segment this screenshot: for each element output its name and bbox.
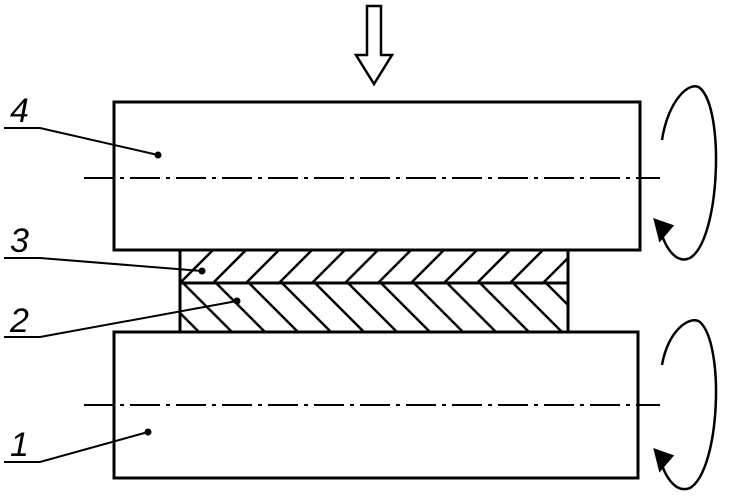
hatch-line-layer-2 — [182, 282, 233, 333]
hatch-line-layer-2 — [512, 282, 563, 333]
label-1: 1 — [10, 426, 29, 464]
hatch-line-layer-3 — [410, 249, 445, 284]
hatch-line-layer-3 — [542, 257, 569, 284]
lower-rotation-arrow-icon — [653, 319, 718, 491]
hatch-line-layer-2 — [479, 282, 530, 333]
hatch-line-layer-3 — [377, 249, 412, 284]
label-2: 2 — [9, 302, 29, 340]
layer-hatching — [179, 249, 569, 333]
label-4: 4 — [10, 92, 29, 130]
label-3: 3 — [10, 222, 29, 260]
hatch-line-layer-3 — [179, 249, 214, 284]
hatch-line-layer-2 — [215, 282, 266, 333]
hatch-line-layer-2 — [380, 282, 431, 333]
leader-lines — [4, 127, 241, 463]
hatch-line-layer-2 — [179, 312, 200, 333]
pressure-arrow-icon — [353, 4, 395, 87]
hatch-line-layer-2 — [248, 282, 299, 333]
hatch-line-layer-3 — [245, 249, 280, 284]
hatch-line-layer-3 — [311, 249, 346, 284]
hatch-line-layer-2 — [446, 282, 497, 333]
hatch-line-layer-3 — [476, 249, 511, 284]
layer-2 — [178, 281, 570, 334]
hatch-line-layer-3 — [509, 249, 544, 284]
hatch-line-layer-2 — [347, 282, 398, 333]
upper-roll-4 — [112, 100, 642, 252]
hatch-line-layer-3 — [212, 249, 247, 284]
hatch-line-layer-3 — [443, 249, 478, 284]
hatch-line-layer-2 — [545, 282, 569, 306]
hatch-line-layer-3 — [278, 249, 313, 284]
hatch-line-layer-2 — [314, 282, 365, 333]
hatch-line-layer-2 — [413, 282, 464, 333]
hatch-line-layer-2 — [281, 282, 332, 333]
upper-rotation-arrow-icon — [653, 85, 718, 261]
hatch-line-layer-3 — [344, 249, 379, 284]
